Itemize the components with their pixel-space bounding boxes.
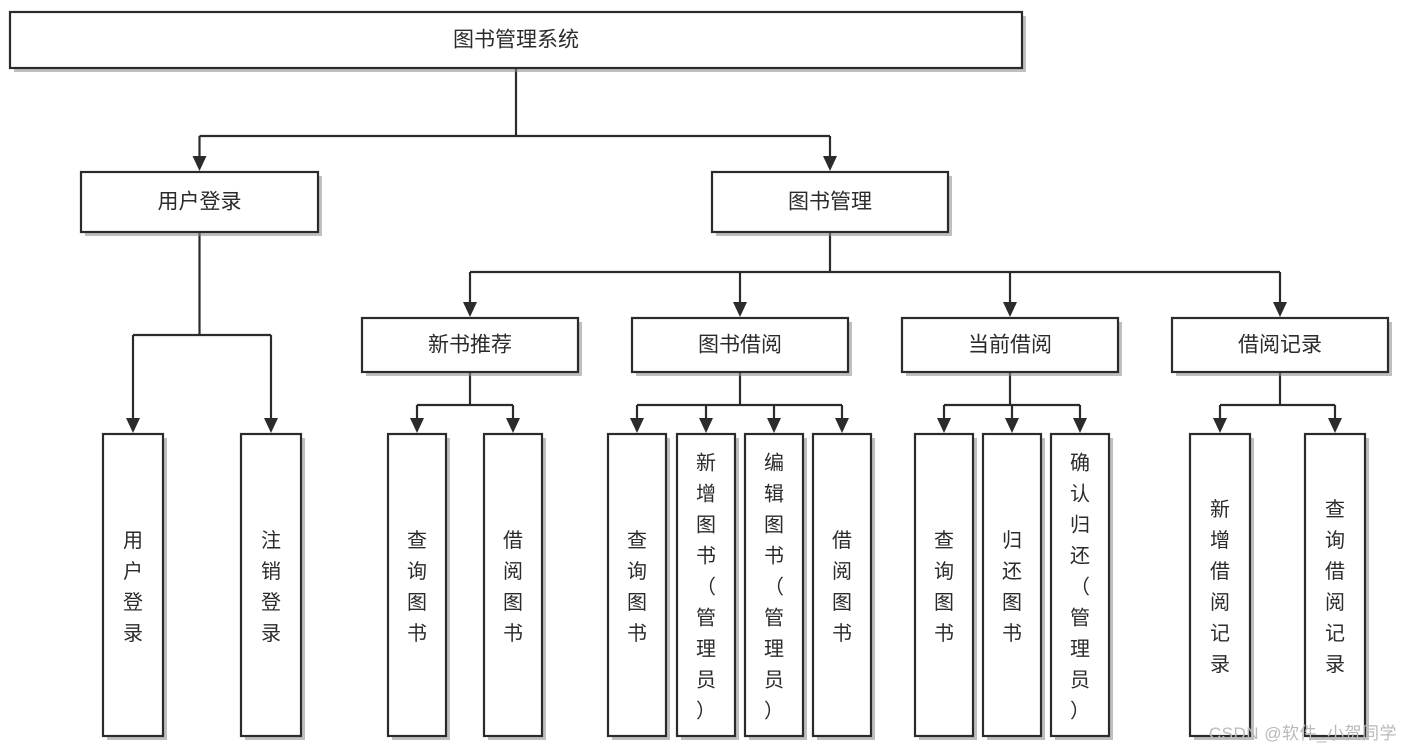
- node-label: 确认归还（管理员）: [1070, 452, 1090, 723]
- node-label: 借阅记录: [1238, 334, 1322, 357]
- node-label: 新书推荐: [428, 334, 512, 357]
- node-borrow-record[interactable]: 借阅记录: [1170, 316, 1392, 376]
- node-leaf-user-login[interactable]: 用户登录: [101, 432, 167, 740]
- node-leaf-confirm-return[interactable]: 确认归还（管理员）: [1049, 432, 1113, 740]
- node-box[interactable]: [101, 432, 165, 738]
- node-label: 当前借阅: [968, 334, 1052, 357]
- node-leaf-add-book[interactable]: 新增图书（管理员）: [675, 432, 739, 740]
- arrow-head: [630, 418, 644, 433]
- node-label: 图书管理: [788, 191, 872, 214]
- arrow-head: [733, 302, 747, 317]
- node-box[interactable]: [743, 432, 805, 738]
- node-box[interactable]: [710, 170, 950, 234]
- connector-group-borrow-record: [1213, 372, 1342, 433]
- node-leaf-query-book-3[interactable]: 查询图书: [913, 432, 977, 740]
- arrow-head: [767, 418, 781, 433]
- node-label: 图书管理系统: [453, 29, 579, 52]
- node-leaf-query-record[interactable]: 查询借阅记录: [1303, 432, 1369, 740]
- node-book-borrow[interactable]: 图书借阅: [630, 316, 852, 376]
- node-label: 注销登录: [261, 529, 281, 645]
- connector-group-current-borrow: [937, 372, 1087, 433]
- node-leaf-return-book[interactable]: 归还图书: [981, 432, 1045, 740]
- node-user-login[interactable]: 用户登录: [79, 170, 322, 236]
- arrow-head: [410, 418, 424, 433]
- node-box[interactable]: [360, 316, 580, 374]
- arrow-head: [1005, 418, 1019, 433]
- node-label: 编辑图书（管理员）: [764, 452, 784, 723]
- node-book-manage[interactable]: 图书管理: [710, 170, 952, 236]
- node-label: 用户登录: [123, 530, 143, 645]
- node-box[interactable]: [606, 432, 668, 738]
- node-leaf-user-logout[interactable]: 注销登录: [239, 432, 305, 740]
- node-leaf-query-book-2[interactable]: 查询图书: [606, 432, 670, 740]
- arrow-head: [1328, 418, 1342, 433]
- node-current-borrow[interactable]: 当前借阅: [900, 316, 1122, 376]
- node-leaf-borrow-book-2[interactable]: 借阅图书: [811, 432, 875, 740]
- arrow-head: [264, 418, 278, 433]
- arrow-head: [1003, 302, 1017, 317]
- node-label: 查询图书: [407, 529, 427, 645]
- node-box[interactable]: [8, 10, 1024, 70]
- node-box[interactable]: [630, 316, 850, 374]
- arrow-head: [1073, 418, 1087, 433]
- node-box[interactable]: [675, 432, 737, 738]
- node-label: 查询借阅记录: [1325, 498, 1345, 676]
- node-root[interactable]: 图书管理系统: [8, 10, 1026, 72]
- node-label: 新增图书（管理员）: [696, 452, 716, 723]
- node-label: 用户登录: [158, 191, 242, 214]
- connector-group-book-manage: [463, 232, 1287, 317]
- arrow-head: [463, 302, 477, 317]
- node-label: 查询图书: [627, 529, 647, 645]
- node-label: 图书借阅: [698, 334, 782, 357]
- connector-group-book-borrow: [630, 372, 849, 433]
- node-box[interactable]: [913, 432, 975, 738]
- node-label: 查询图书: [934, 529, 954, 645]
- node-box[interactable]: [1170, 316, 1390, 374]
- node-box[interactable]: [79, 170, 320, 234]
- node-layer: 图书管理系统用户登录图书管理新书推荐图书借阅当前借阅借阅记录用户登录注销登录查询…: [8, 10, 1392, 740]
- node-box[interactable]: [1049, 432, 1111, 738]
- arrow-head: [1273, 302, 1287, 317]
- arrow-head: [937, 418, 951, 433]
- node-box[interactable]: [386, 432, 448, 738]
- node-leaf-edit-book[interactable]: 编辑图书（管理员）: [743, 432, 807, 740]
- connector-group-root: [192, 68, 837, 171]
- arrow-head: [506, 418, 520, 433]
- node-leaf-borrow-book-1[interactable]: 借阅图书: [482, 432, 546, 740]
- node-leaf-add-record[interactable]: 新增借阅记录: [1188, 432, 1254, 740]
- node-label: 新增借阅记录: [1210, 498, 1230, 676]
- node-box[interactable]: [981, 432, 1043, 738]
- node-box[interactable]: [1188, 432, 1252, 738]
- connector-group-user-login: [126, 232, 278, 433]
- node-box[interactable]: [900, 316, 1120, 374]
- watermark-text: CSDN @软件_小贺同学: [1208, 724, 1397, 743]
- arrow-head: [699, 418, 713, 433]
- connector-layer: [126, 68, 1342, 433]
- arrow-head: [126, 418, 140, 433]
- node-new-book-recommend[interactable]: 新书推荐: [360, 316, 582, 376]
- arrow-head: [835, 418, 849, 433]
- arrow-head: [823, 156, 837, 171]
- node-label: 借阅图书: [832, 529, 852, 645]
- connector-group-new-book-recommend: [410, 372, 520, 433]
- node-leaf-query-book-1[interactable]: 查询图书: [386, 432, 450, 740]
- node-box[interactable]: [1303, 432, 1367, 738]
- arrow-head: [192, 156, 207, 171]
- node-box[interactable]: [811, 432, 873, 738]
- node-label: 借阅图书: [503, 529, 523, 645]
- node-box[interactable]: [239, 432, 303, 738]
- node-box[interactable]: [482, 432, 544, 738]
- arrow-head: [1213, 418, 1227, 433]
- node-label: 归还图书: [1002, 529, 1022, 645]
